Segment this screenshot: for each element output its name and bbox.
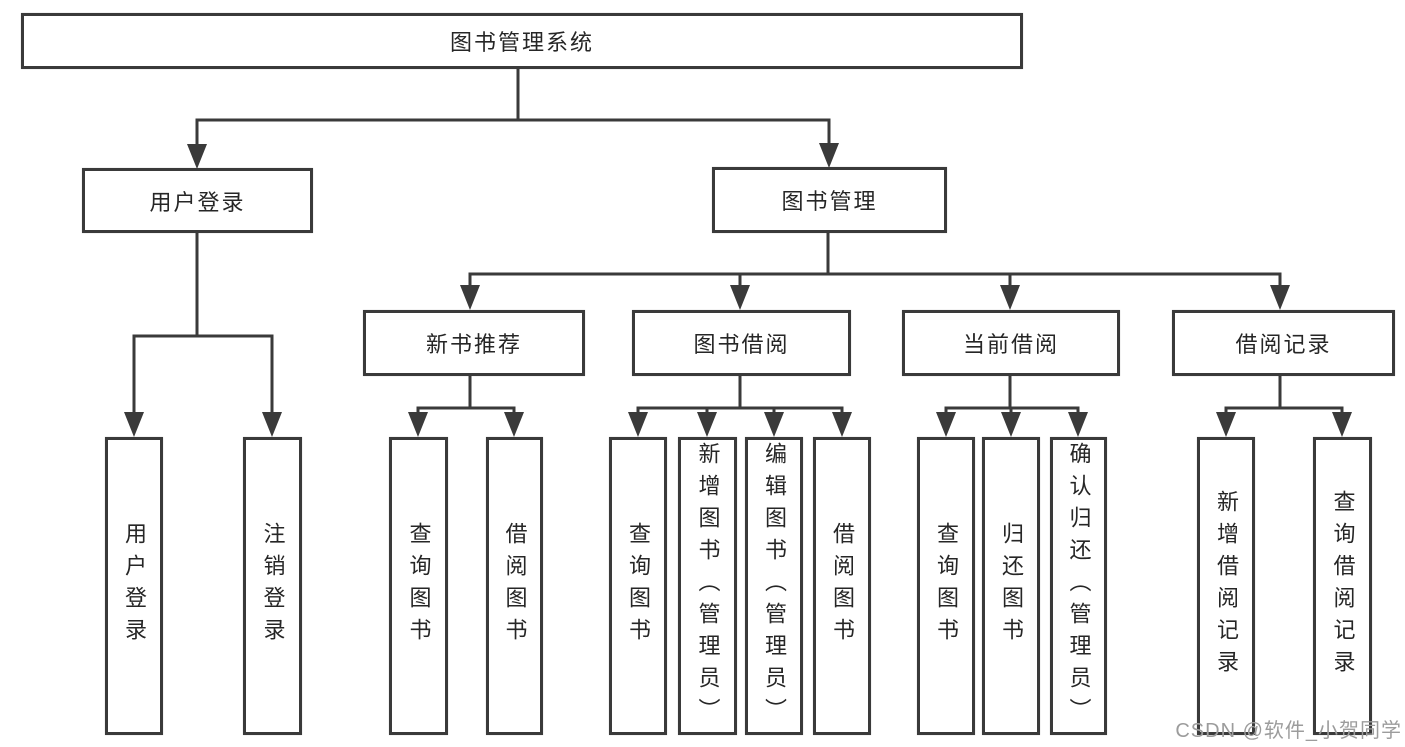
node-leaf-confirm-return-admin-label: 确认归还（管理员） <box>1066 442 1092 730</box>
node-leaf-return-books-label: 归还图书 <box>999 522 1024 650</box>
node-library-management-system: 图书管理系统 <box>21 13 1023 69</box>
node-leaf-borrow-books-1-label: 借阅图书 <box>502 522 528 650</box>
node-leaf-query-books-1-label: 查询图书 <box>406 522 432 650</box>
node-leaf-add-borrow-record-label: 新增借阅记录 <box>1214 490 1239 682</box>
node-leaf-query-books-3-label: 查询图书 <box>934 522 959 650</box>
node-book-borrowing: 图书借阅 <box>632 310 851 376</box>
node-leaf-return-books: 归还图书 <box>982 437 1040 735</box>
node-book-management: 图书管理 <box>712 167 947 233</box>
node-leaf-logout-label: 注销登录 <box>260 522 286 650</box>
node-leaf-borrow-books-1: 借阅图书 <box>486 437 543 735</box>
node-user-login-label: 用户登录 <box>149 189 246 215</box>
node-leaf-confirm-return-admin: 确认归还（管理员） <box>1050 437 1107 735</box>
node-current-borrowing: 当前借阅 <box>902 310 1120 376</box>
node-new-book-recommend-label: 新书推荐 <box>425 332 522 357</box>
node-leaf-query-books-3: 查询图书 <box>917 437 975 735</box>
node-library-management-system-label: 图书管理系统 <box>449 30 594 55</box>
node-leaf-user-login-label: 用户登录 <box>122 522 147 650</box>
node-leaf-add-borrow-record: 新增借阅记录 <box>1197 437 1255 735</box>
watermark: CSDN @软件_小贺同学 <box>1175 720 1402 742</box>
node-leaf-user-login: 用户登录 <box>105 437 163 735</box>
node-current-borrowing-label: 当前借阅 <box>962 332 1059 357</box>
node-new-book-recommend: 新书推荐 <box>363 310 585 376</box>
node-leaf-query-books-2-label: 查询图书 <box>626 522 651 650</box>
node-leaf-add-book-admin: 新增图书（管理员） <box>678 437 737 735</box>
node-leaf-query-borrow-record-label: 查询借阅记录 <box>1330 490 1356 682</box>
node-leaf-query-borrow-record: 查询借阅记录 <box>1313 437 1372 735</box>
node-leaf-borrow-books-2: 借阅图书 <box>813 437 871 735</box>
node-leaf-borrow-books-2-label: 借阅图书 <box>830 522 855 650</box>
node-leaf-edit-book-admin: 编辑图书（管理员） <box>745 437 803 735</box>
node-borrow-records-label: 借阅记录 <box>1235 332 1332 357</box>
node-leaf-query-books-1: 查询图书 <box>389 437 448 735</box>
node-leaf-logout: 注销登录 <box>243 437 302 735</box>
node-book-borrowing-label: 图书借阅 <box>693 332 790 357</box>
node-user-login: 用户登录 <box>82 168 313 233</box>
node-leaf-query-books-2: 查询图书 <box>609 437 667 735</box>
node-book-management-label: 图书管理 <box>781 189 878 214</box>
node-leaf-add-book-admin-label: 新增图书（管理员） <box>695 442 721 730</box>
node-leaf-edit-book-admin-label: 编辑图书（管理员） <box>762 442 787 730</box>
node-borrow-records: 借阅记录 <box>1172 310 1395 376</box>
